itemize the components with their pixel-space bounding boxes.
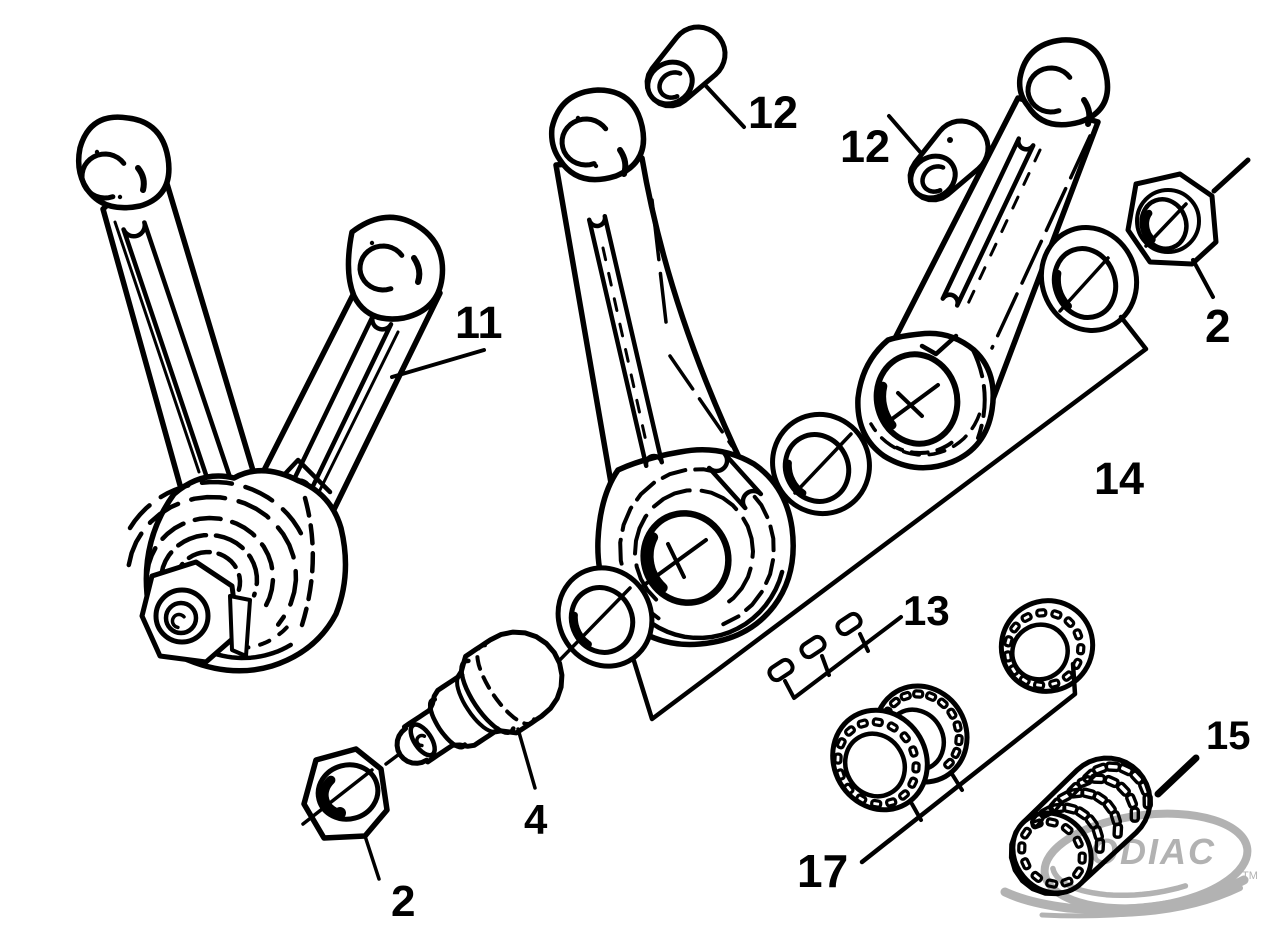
svg-text:2: 2 bbox=[1205, 300, 1231, 352]
svg-text:15: 15 bbox=[1206, 714, 1251, 758]
svg-text:14: 14 bbox=[1094, 453, 1144, 504]
svg-text:13: 13 bbox=[903, 587, 950, 634]
svg-text:ODIAC: ODIAC bbox=[1090, 831, 1216, 872]
svg-text:17: 17 bbox=[797, 845, 848, 897]
svg-text:TM: TM bbox=[1242, 870, 1258, 882]
svg-text:4: 4 bbox=[524, 796, 548, 843]
svg-text:12: 12 bbox=[748, 87, 798, 138]
svg-text:12: 12 bbox=[840, 121, 890, 172]
svg-text:2: 2 bbox=[391, 877, 415, 926]
svg-text:11: 11 bbox=[455, 297, 503, 348]
